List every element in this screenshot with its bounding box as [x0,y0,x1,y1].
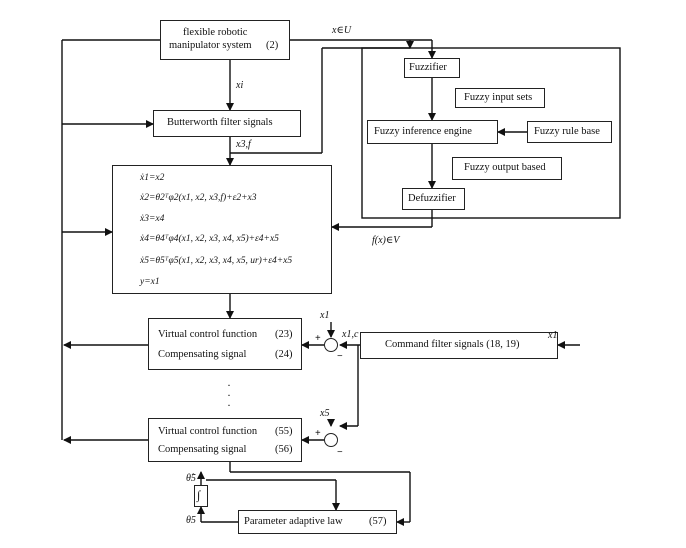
vcf2-ref1: (55) [275,426,293,437]
virtual-control-block-2: Virtual control function (55) Compensati… [148,418,302,462]
theta-hat-label: θ̂5 [186,473,196,484]
adaptive-law-block: Parameter adaptive law (57) [238,510,397,534]
defuzzifier-block: Defuzzifier [402,188,465,210]
vcf2-ref2: (56) [275,444,293,455]
summing-junction-2 [324,433,338,447]
x-in-U-label: x∈U [332,25,352,36]
fuzzifier-block: Fuzzifier [404,58,460,78]
butterworth-label: Butterworth filter signals [167,117,273,128]
system-equations-block: ẋ1=x2 ẋ2=θ2ᵀφ2(x1, x2, x3,f)+ε2+x3 ẋ3=x4… [112,165,332,294]
vcf1-ref2: (24) [275,349,293,360]
equation-6: y=x1 [140,277,160,287]
inference-engine-block: Fuzzy inference engine [367,120,498,144]
rule-base-label: Fuzzy rule base [534,126,600,137]
manipulator-system-block: flexible robotic manipulator system (2) [160,20,290,60]
equation-1: ẋ1=x2 [140,173,165,183]
sum2-minus-sign: − [337,447,343,458]
inference-engine-label: Fuzzy inference engine [374,126,472,137]
sum2-plus-sign: + [315,428,321,439]
plant-ref: (2) [266,40,279,51]
fuzzy-output-block: Fuzzy output based [452,157,562,180]
sum1-plus-sign: + [315,333,321,344]
plant-name-2: manipulator system [169,40,252,51]
virtual-control-block-1: Virtual control function (23) Compensati… [148,318,302,370]
vcf2-line1: Virtual control function [158,426,258,437]
fuzzy-output-label: Fuzzy output based [464,162,546,173]
command-filter-block: Command filter signals (18, 19) [360,332,558,359]
integrator-symbol: ∫ [197,488,201,502]
adaptive-law-label: Parameter adaptive law [244,516,343,527]
fuzzifier-label: Fuzzifier [409,62,447,73]
plant-name: flexible robotic [183,27,248,38]
vcf2-line2: Compensating signal [158,444,247,455]
xi-label: xi [236,80,244,91]
fx-in-V-label: f(x)∈V [372,235,400,246]
x3f-label: x3,f [236,139,251,150]
equation-2: ẋ2=θ2ᵀφ2(x1, x2, x3,f)+ε2+x3 [140,193,257,203]
fuzzy-input-sets-block: Fuzzy input sets [455,88,545,108]
butterworth-block: Butterworth filter signals [153,110,301,137]
defuzzifier-label: Defuzzifier [408,193,456,204]
equation-5: ẋ5=θ5ᵀφ5(x1, x2, x3, x4, x5, ur)+ε4+x5 [140,256,293,266]
vcf1-ref1: (23) [275,329,293,340]
vcf1-line2: Compensating signal [158,349,247,360]
x1c-label: x1,c [342,329,359,340]
sum1-minus-sign: − [337,351,343,362]
summing-junction-1 [324,338,338,352]
vcf1-line1: Virtual control function [158,329,258,340]
rule-base-block: Fuzzy rule base [527,121,612,143]
equation-4: ẋ4=θ4ᵀφ4(x1, x2, x3, x4, x5)+ε4+x5 [140,234,279,244]
theta-label: θ5 [186,515,196,526]
command-filter-label: Command filter signals (18, 19) [385,339,520,350]
adaptive-law-ref: (57) [369,516,387,527]
x1-label: x1 [320,310,330,321]
x5-label: x5 [320,408,330,419]
fuzzy-system-frame [361,47,621,219]
fuzzy-input-sets-label: Fuzzy input sets [464,92,533,103]
equation-3: ẋ3=x4 [140,214,165,224]
integrator-block: ∫ [194,485,208,507]
omitted-steps-dots: ··· [227,378,231,412]
x1-input-label: x1 [548,330,558,341]
